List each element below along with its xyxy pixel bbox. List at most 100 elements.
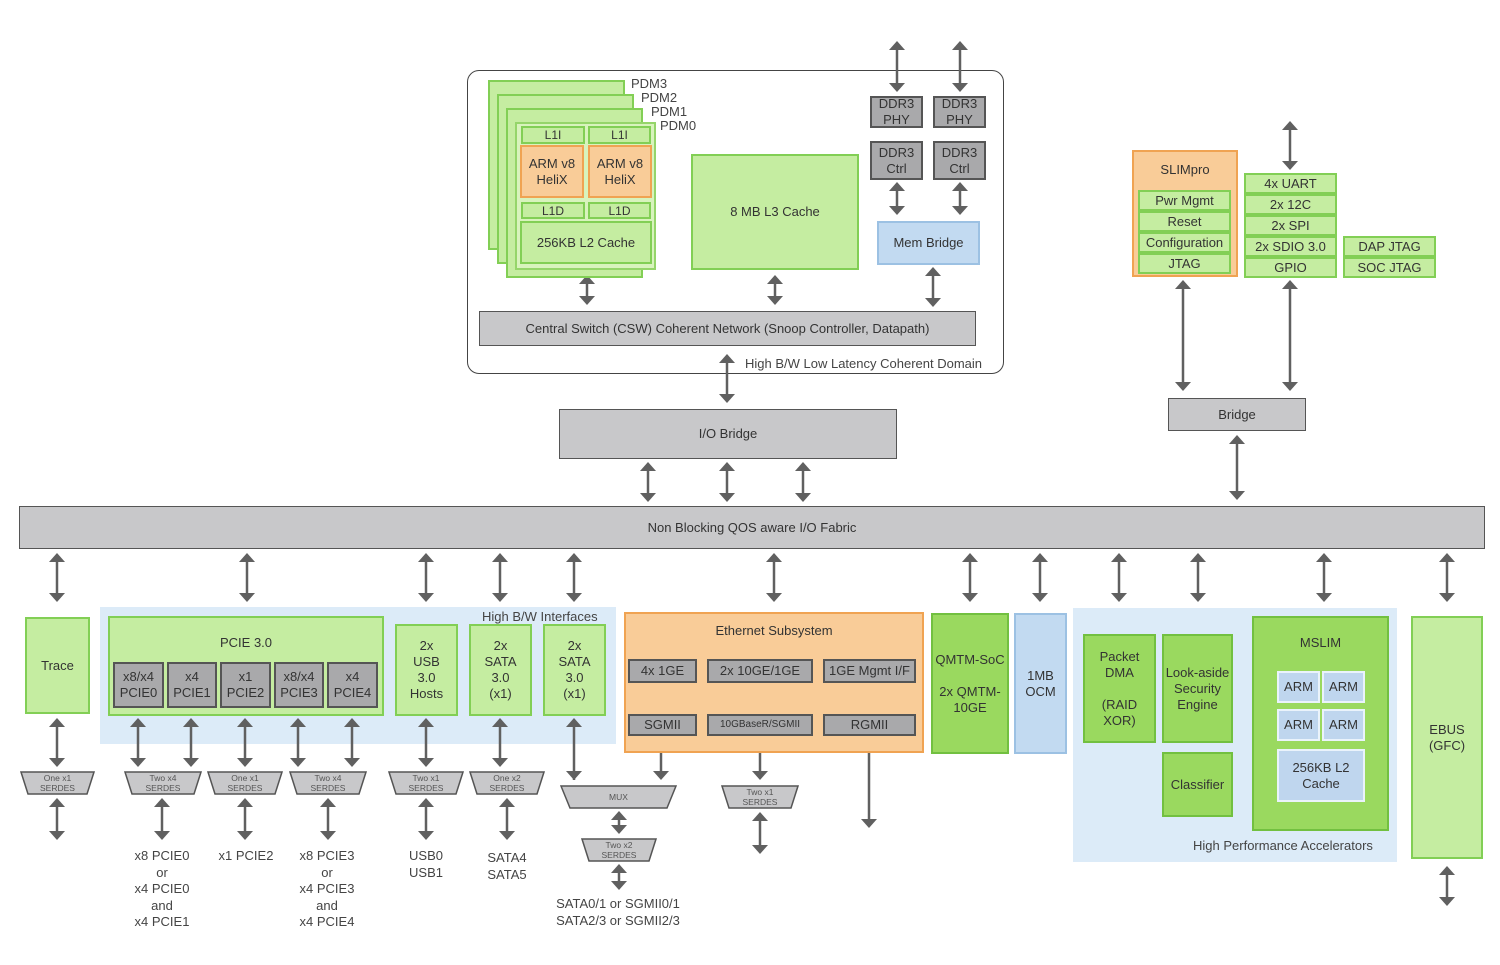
arrow-head bbox=[1439, 553, 1455, 562]
arrow-head bbox=[1032, 553, 1048, 562]
arrow-head bbox=[766, 553, 782, 562]
arrow-head bbox=[579, 275, 595, 284]
uart-block: 4x UART bbox=[1244, 173, 1337, 194]
slimpro-reset: Reset bbox=[1138, 211, 1231, 232]
arrow-head bbox=[418, 798, 434, 807]
mux-label: MUX bbox=[609, 792, 628, 802]
arrow-head bbox=[49, 553, 65, 562]
spi-block: 2x SPI bbox=[1244, 215, 1337, 236]
arrow-head bbox=[237, 831, 253, 840]
arrow-head bbox=[1032, 593, 1048, 602]
arrow-head bbox=[344, 718, 360, 727]
packet-dma-block: Packet DMA (RAID XOR) bbox=[1083, 634, 1156, 743]
arrow-head bbox=[320, 798, 336, 807]
arrow-head bbox=[889, 182, 905, 191]
arrow-head bbox=[499, 831, 515, 840]
arrow-head bbox=[767, 275, 783, 284]
slimpro-jtag: JTAG bbox=[1138, 253, 1231, 274]
arrow-head bbox=[1282, 161, 1298, 170]
arrow-head bbox=[1111, 593, 1127, 602]
l2-cache: 256KB L2 Cache bbox=[520, 221, 652, 264]
pcie34-serdes: Two x4 SERDES bbox=[289, 771, 367, 795]
arrow-head bbox=[154, 798, 170, 807]
pcie2-bottom-label: x1 PCIE2 bbox=[218, 848, 274, 863]
qmtm-block: QMTM-SoC 2x QMTM- 10GE bbox=[931, 613, 1009, 754]
io-bridge: I/O Bridge bbox=[559, 409, 897, 459]
arrow-head bbox=[752, 771, 768, 780]
slimpro-pwr-mgmt: Pwr Mgmt bbox=[1138, 190, 1231, 211]
mslim-arm-4: ARM bbox=[1322, 709, 1365, 741]
arrow-head bbox=[1282, 121, 1298, 130]
slimpro-configuration: Configuration bbox=[1138, 232, 1231, 253]
accelerators-label: High Performance Accelerators bbox=[1193, 838, 1373, 853]
soc-jtag-block: SOC JTAG bbox=[1343, 257, 1436, 278]
arm-v8-helix-core-1: ARM v8 HeliX bbox=[588, 145, 652, 198]
usb-serdes: Two x1 SERDES bbox=[388, 771, 464, 795]
gpio-block: GPIO bbox=[1244, 257, 1337, 278]
arrow-head bbox=[1439, 897, 1455, 906]
pcie01-bottom-label: x8 PCIE0 or x4 PCIE0 and x4 PCIE1 bbox=[134, 848, 190, 929]
trace-block: Trace bbox=[25, 617, 90, 714]
io-fabric: Non Blocking QOS aware I/O Fabric bbox=[19, 506, 1485, 549]
arrow-head bbox=[1316, 553, 1332, 562]
arrow-head bbox=[795, 493, 811, 502]
arrow-head bbox=[952, 206, 968, 215]
arrow-head bbox=[418, 718, 434, 727]
ddr3-ctrl-1: DDR3 Ctrl bbox=[933, 141, 986, 180]
arrow-head bbox=[952, 41, 968, 50]
mux-bottom-label: SATA0/1 or SGMII0/1 SATA2/3 or SGMII2/3 bbox=[556, 896, 680, 928]
arrow-head bbox=[752, 845, 768, 854]
pdm0-label: PDM0 bbox=[660, 118, 697, 133]
dap-jtag-block: DAP JTAG bbox=[1343, 236, 1436, 257]
arrow-head bbox=[239, 593, 255, 602]
arrow-head bbox=[952, 83, 968, 92]
i2c-block: 2x 12C bbox=[1244, 194, 1337, 215]
arrow-head bbox=[49, 718, 65, 727]
ddr3-phy-0: DDR3 PHY bbox=[870, 96, 923, 128]
arrow-head bbox=[1190, 553, 1206, 562]
sata-block-2: 2x SATA 3.0 (x1) bbox=[543, 624, 606, 716]
arrow-head bbox=[719, 493, 735, 502]
arrow-head bbox=[418, 553, 434, 562]
arrow-head bbox=[719, 394, 735, 403]
trace-serdes-label: One x1 SERDES bbox=[40, 773, 75, 793]
pcie0-port: x8/x4 PCIE0 bbox=[113, 662, 164, 708]
l1d-cache-1: L1D bbox=[588, 202, 651, 219]
mslim-l2-cache: 256KB L2 Cache bbox=[1277, 749, 1365, 802]
arrow-head bbox=[49, 831, 65, 840]
phy-sgmii: SGMII bbox=[628, 714, 697, 736]
arrow-head bbox=[925, 298, 941, 307]
arrow-head bbox=[566, 771, 582, 780]
arrow-head bbox=[1175, 382, 1191, 391]
arrow-head bbox=[640, 462, 656, 471]
arrow-head bbox=[290, 758, 306, 767]
arm-v8-helix-core-0: ARM v8 HeliX bbox=[520, 145, 584, 198]
pcie2-serdes-label: One x1 SERDES bbox=[227, 773, 263, 793]
hbw-interfaces-label: High B/W Interfaces bbox=[482, 609, 598, 624]
arrow-head bbox=[237, 798, 253, 807]
sdio-block: 2x SDIO 3.0 bbox=[1244, 236, 1337, 257]
arrow-head bbox=[1282, 382, 1298, 391]
mem-bridge: Mem Bridge bbox=[877, 221, 980, 265]
arrow-head bbox=[418, 758, 434, 767]
usb-bottom-label: USB0 USB1 bbox=[409, 848, 443, 880]
pcie2-port: x1 PCIE2 bbox=[220, 662, 271, 708]
arrow-head bbox=[1175, 280, 1191, 289]
arrow-head bbox=[183, 758, 199, 767]
mux-serdes-label: Two x2 SERDES bbox=[601, 840, 637, 860]
arrow-head bbox=[1316, 593, 1332, 602]
arrow-head bbox=[566, 553, 582, 562]
arrow-head bbox=[925, 267, 941, 276]
l1d-cache-0: L1D bbox=[521, 202, 585, 219]
ebus-block: EBUS (GFC) bbox=[1411, 616, 1483, 859]
arrow-head bbox=[795, 462, 811, 471]
mux: MUX bbox=[560, 785, 677, 809]
mac-4x1ge: 4x 1GE bbox=[628, 659, 697, 683]
arrow-head bbox=[290, 718, 306, 727]
arrow-head bbox=[889, 83, 905, 92]
arrow-head bbox=[611, 864, 627, 873]
sata-serdes: One x2 SERDES bbox=[469, 771, 545, 795]
arrow-head bbox=[1229, 491, 1245, 500]
pdm3-label: PDM3 bbox=[631, 76, 668, 91]
